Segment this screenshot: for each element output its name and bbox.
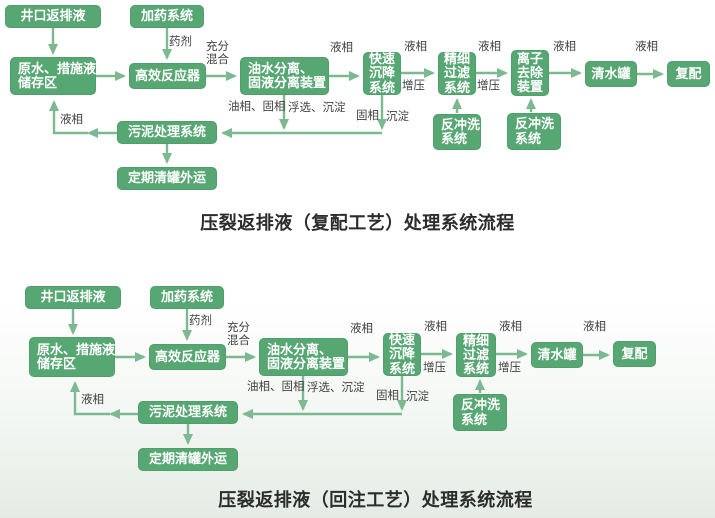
label-sediment: 沉淀 <box>386 111 409 123</box>
node2-compound: 复配 <box>613 341 656 367</box>
label-boost-pressure: 增压 <box>402 80 425 92</box>
node2-sludge-treatment: 污泥处理系统 <box>138 401 238 424</box>
label-liquid-phase: 液相 <box>635 41 658 53</box>
node-raw-water-storage: 原水、措施液 储存区 <box>10 57 96 95</box>
node-line: 固液分离装置 <box>267 356 346 371</box>
label2-boost-pressure: 增压 <box>423 362 446 374</box>
node2-clean-water-tank: 清水罐 <box>531 342 583 368</box>
node2-oil-water-separator: 油水分离、 固液分离装置 <box>259 338 348 376</box>
label-oil-solid-phase: 油相、固相 <box>228 101 286 113</box>
label-solid-phase: 固相 <box>356 110 379 122</box>
node-tank-cleaning: 定期清罐外运 <box>117 167 217 190</box>
label2-solid-phase: 固相 <box>376 390 399 402</box>
label2-mixing: 充分 混合 <box>227 322 250 348</box>
label2-boost-pressure: 增压 <box>498 362 521 374</box>
label2-liquid-phase: 液相 <box>499 321 522 333</box>
node-line: 快速 <box>388 332 415 348</box>
label-line: 混合 <box>227 334 250 347</box>
label-liquid-return: 液相 <box>60 114 83 126</box>
node2-rapid-settling: 快速 沉降 系统 <box>383 333 421 376</box>
flow1-title: 压裂返排液（复配工艺）处理系统流程 <box>200 213 515 233</box>
arrow-sludge-return-up <box>49 100 88 135</box>
node-sludge-treatment: 污泥处理系统 <box>117 121 217 144</box>
node-line: 离子 <box>516 50 543 66</box>
label-boost-pressure: 增压 <box>477 80 500 92</box>
node2-backwash-filter: 反冲洗 系统 <box>453 394 507 431</box>
node-dosing-system: 加药系统 <box>130 5 204 28</box>
label-liquid-phase: 液相 <box>404 41 427 53</box>
node-line: 快速 <box>368 51 395 67</box>
label2-chemical: 药剂 <box>189 315 212 327</box>
label-line: 混合 <box>206 53 229 66</box>
node-clean-water-tank: 清水罐 <box>585 61 637 87</box>
node-backwash-filter: 反冲洗 系统 <box>433 114 481 150</box>
flow2-title: 压裂返排液（回注工艺）处理系统流程 <box>218 490 533 510</box>
node2-raw-water-storage: 原水、措施液 储存区 <box>29 337 115 377</box>
node-line: 沉降 <box>368 65 395 81</box>
node-oil-water-separator: 油水分离、 固液分离装置 <box>240 57 329 95</box>
node-line: 储存区 <box>37 356 77 371</box>
label-line: 充分 <box>227 322 250 334</box>
node-compound: 复配 <box>667 61 710 87</box>
label-line: 充分 <box>206 41 229 53</box>
node-backwash-ion: 反冲洗 系统 <box>507 113 561 150</box>
label-liquid-phase: 液相 <box>330 42 353 54</box>
label2-sediment: 沉淀 <box>406 391 429 403</box>
node-line: 过滤 <box>462 346 489 362</box>
node-line: 系统 <box>368 79 395 95</box>
node-line: 系统 <box>461 411 488 427</box>
node-line: 系统 <box>443 79 470 95</box>
node-ion-removal: 离子 去除 装置 <box>511 50 549 96</box>
node-wellhead-flowback: 井口返排液 <box>5 5 101 28</box>
node-fine-filter: 精细 过滤 系统 <box>438 52 476 95</box>
node-line: 沉降 <box>388 346 415 362</box>
node-reactor: 高效反应器 <box>129 63 206 89</box>
node-line: 固液分离装置 <box>248 75 327 90</box>
node-rapid-settling: 快速 沉降 系统 <box>363 52 401 95</box>
label2-oil-solid-phase: 油相、固相 <box>247 381 305 393</box>
node-line: 系统 <box>388 360 415 376</box>
node2-tank-cleaning: 定期清罐外运 <box>138 448 238 471</box>
label-liquid-phase: 液相 <box>478 41 501 53</box>
node-line: 精细 <box>462 332 489 348</box>
label2-liquid-phase: 液相 <box>350 323 373 335</box>
node-line: 储存区 <box>18 75 58 90</box>
node-line: 去除 <box>516 64 543 80</box>
arrow2-sludge-return-up <box>70 381 110 416</box>
node-line: 油水分离、 <box>248 60 314 76</box>
node-line: 原水、措施液 <box>37 341 116 357</box>
node2-reactor: 高效反应器 <box>149 344 226 370</box>
node-line: 反冲洗 <box>441 116 481 132</box>
node-line: 装置 <box>516 79 543 95</box>
node-line: 系统 <box>462 361 489 377</box>
node-line: 油水分离、 <box>267 341 333 357</box>
node2-fine-filter: 精细 过滤 系统 <box>456 333 496 377</box>
label-flotation-sediment: 浮选、沉淀 <box>288 102 346 114</box>
node-line: 精细 <box>443 51 470 67</box>
node-line: 过滤 <box>443 65 470 81</box>
node-line: 反冲洗 <box>461 397 501 413</box>
label-chemical: 药剂 <box>169 36 192 48</box>
node2-dosing-system: 加药系统 <box>150 286 224 309</box>
label-mixing: 充分 混合 <box>206 41 229 67</box>
node-line: 原水、措施液 <box>18 60 97 76</box>
node-line: 系统 <box>441 131 468 146</box>
label-liquid-phase: 液相 <box>553 41 576 53</box>
label2-liquid-return: 液相 <box>81 394 104 406</box>
node2-wellhead-flowback: 井口返排液 <box>25 286 121 309</box>
node-line: 反冲洗 <box>515 116 555 132</box>
label2-liquid-phase: 液相 <box>583 321 606 333</box>
label2-liquid-phase: 液相 <box>424 321 447 333</box>
node-line: 系统 <box>515 130 542 146</box>
label2-flotation-sediment: 浮选、沉淀 <box>307 382 365 394</box>
